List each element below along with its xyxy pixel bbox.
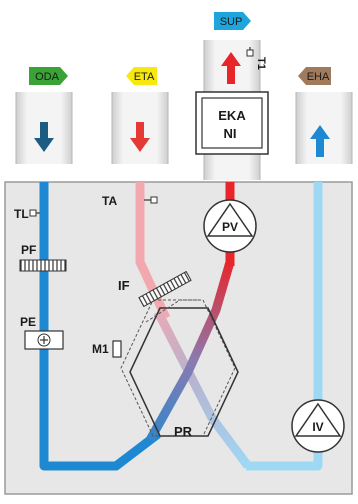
eta-arrow-label: ETA [126, 67, 157, 85]
heater-eka-ni: EKA NI [195, 91, 269, 155]
if-label: IF [118, 278, 130, 293]
oda-down-arrow-icon [34, 122, 54, 152]
sensor-tl [29, 209, 40, 217]
sup-up-arrow-icon [221, 52, 241, 84]
actuator-m1 [112, 340, 122, 358]
iv-label: IV [312, 420, 323, 434]
heater-line2: NI [224, 126, 237, 141]
sensor-ta [144, 196, 158, 204]
sup-arrow-label: SUP [214, 12, 251, 30]
exhaust-air-path [246, 182, 323, 471]
heater-line1: EKA [218, 108, 246, 123]
m1-label: M1 [92, 342, 109, 356]
sup-label: SUP [220, 16, 243, 28]
eha-label: EHA [307, 71, 330, 83]
oda-arrow-label: ODA [29, 67, 68, 85]
exhaust-fan-iv: IV [291, 399, 345, 453]
pv-label: PV [222, 220, 238, 234]
extract-filter-if [138, 270, 192, 308]
eta-down-arrow-icon [130, 122, 150, 152]
eha-up-arrow-icon [310, 125, 330, 157]
supply-air-cross-path [146, 260, 235, 443]
oda-arrow-shape [29, 67, 68, 85]
bypass-damper-outline [145, 299, 200, 323]
eha-arrow-shape [298, 67, 331, 85]
pe-label: PE [20, 315, 36, 329]
eta-label: ETA [134, 71, 155, 83]
sensor-t1-label: T1 [255, 57, 267, 70]
preheater-pe [24, 330, 64, 350]
eta-arrow-shape [126, 67, 157, 85]
sup-arrow-shape [214, 12, 251, 30]
supply-filter-pf [19, 259, 67, 272]
outdoor-air-path [39, 182, 161, 471]
pr-label: PR [174, 424, 193, 439]
pf-label: PF [21, 243, 36, 257]
ta-label: TA [102, 194, 117, 208]
supply-fan-pv: PV [203, 199, 257, 253]
sensor-t1: T1 [246, 47, 267, 70]
heat-exchanger-pr: PR [120, 299, 239, 439]
tl-label: TL [14, 207, 29, 221]
oda-label: ODA [35, 71, 60, 83]
eha-arrow-label: EHA [298, 67, 331, 85]
